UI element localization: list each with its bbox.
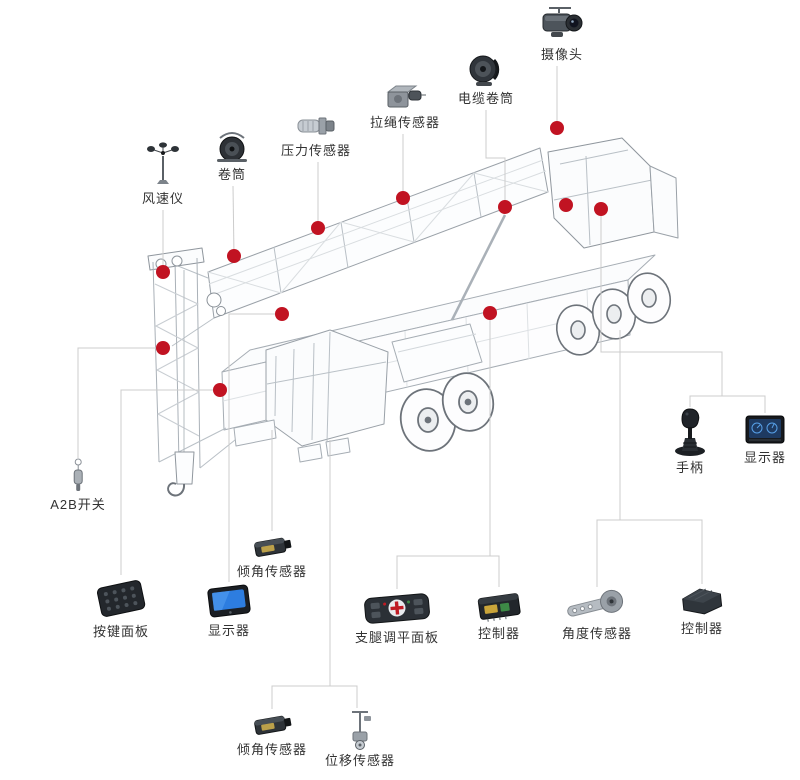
mount-point-dot	[156, 265, 170, 279]
mount-point-dot	[594, 202, 608, 216]
mount-point-dot	[311, 221, 325, 235]
component-anemometer: 风速仪	[142, 142, 184, 206]
displacement-sensor-label: 位移传感器	[324, 753, 396, 768]
crane-wireframe-illustration	[147, 137, 679, 497]
component-tilt-sensor-bottom: 倾角传感器	[237, 709, 307, 757]
component-pressure-sensor: 压力传感器	[281, 110, 351, 158]
component-rope-sensor: 拉绳传感器	[370, 82, 440, 130]
outrigger-panel-label: 支腿调平面板	[354, 630, 440, 645]
component-display-left: 显示器	[205, 582, 253, 638]
tilt-sensor-bottom-label: 倾角传感器	[236, 742, 308, 757]
component-angle-sensor: 角度传感器	[562, 587, 632, 641]
mount-point-dot	[550, 121, 564, 135]
cable-reel-label: 电缆卷筒	[457, 91, 515, 106]
mount-point-dots	[156, 121, 608, 397]
joystick-label: 手柄	[675, 460, 704, 475]
angle-sensor-label: 角度传感器	[561, 626, 633, 641]
component-outrigger-panel: 支腿调平面板	[355, 589, 439, 645]
component-reel: 卷筒	[213, 130, 251, 182]
component-cable-reel: 电缆卷筒	[458, 52, 514, 106]
component-camera: 摄像头	[539, 6, 585, 62]
component-joystick: 手柄	[668, 407, 712, 475]
display-right-label: 显示器	[743, 450, 786, 465]
tilt-sensor-upper-label: 倾角传感器	[236, 564, 308, 579]
controller-right-label: 控制器	[680, 621, 723, 636]
reel-label: 卷筒	[217, 167, 246, 182]
a2b-switch-icon	[73, 458, 83, 491]
rope-sensor-label: 拉绳传感器	[369, 115, 441, 130]
camera-label: 摄像头	[540, 47, 583, 62]
controller-icon	[682, 588, 723, 615]
connector-lines	[77, 66, 766, 709]
component-a2b-switch: A2B开关	[50, 458, 106, 512]
angle-sensor-icon	[567, 589, 624, 617]
displacement-sensor-icon	[351, 711, 371, 750]
tilt-sensor-icon	[254, 715, 292, 735]
component-keypad-panel: 按键面板	[93, 575, 149, 639]
mount-point-dot	[396, 191, 410, 205]
mount-point-dot	[498, 200, 512, 214]
mount-point-dot	[483, 306, 497, 320]
mount-point-dot	[227, 249, 241, 263]
component-display-right: 显示器	[743, 413, 787, 465]
mount-point-dot	[275, 307, 289, 321]
reel-icon	[217, 132, 247, 162]
display-icon	[745, 415, 785, 444]
pressure-sensor-icon	[297, 117, 335, 135]
cable-reel-icon	[469, 55, 500, 86]
display-icon	[207, 584, 251, 618]
component-displacement-sensor: 位移传感器	[325, 708, 395, 768]
joystick-icon	[675, 408, 705, 456]
pressure-sensor-label: 压力传感器	[280, 143, 352, 158]
component-tilt-sensor-upper: 倾角传感器	[237, 531, 307, 579]
component-controller-right: 控制器	[677, 584, 727, 636]
anemometer-icon	[146, 142, 179, 184]
tilt-sensor-icon	[254, 537, 292, 557]
mount-point-dot	[156, 341, 170, 355]
component-controller-mid: 控制器	[474, 587, 524, 641]
display-left-label: 显示器	[207, 623, 250, 638]
outrigger-panel-icon	[364, 593, 430, 624]
camera-icon	[542, 7, 583, 37]
mount-point-dot	[213, 383, 227, 397]
keypad-panel-icon	[96, 580, 146, 617]
controller-icon	[477, 593, 521, 622]
anemometer-label: 风速仪	[141, 191, 185, 206]
controller-mid-label: 控制器	[477, 626, 520, 641]
a2b-switch-label: A2B开关	[50, 497, 106, 512]
mount-point-dot	[559, 198, 573, 212]
rope-sensor-icon	[386, 85, 426, 108]
keypad-panel-label: 按键面板	[92, 624, 150, 639]
